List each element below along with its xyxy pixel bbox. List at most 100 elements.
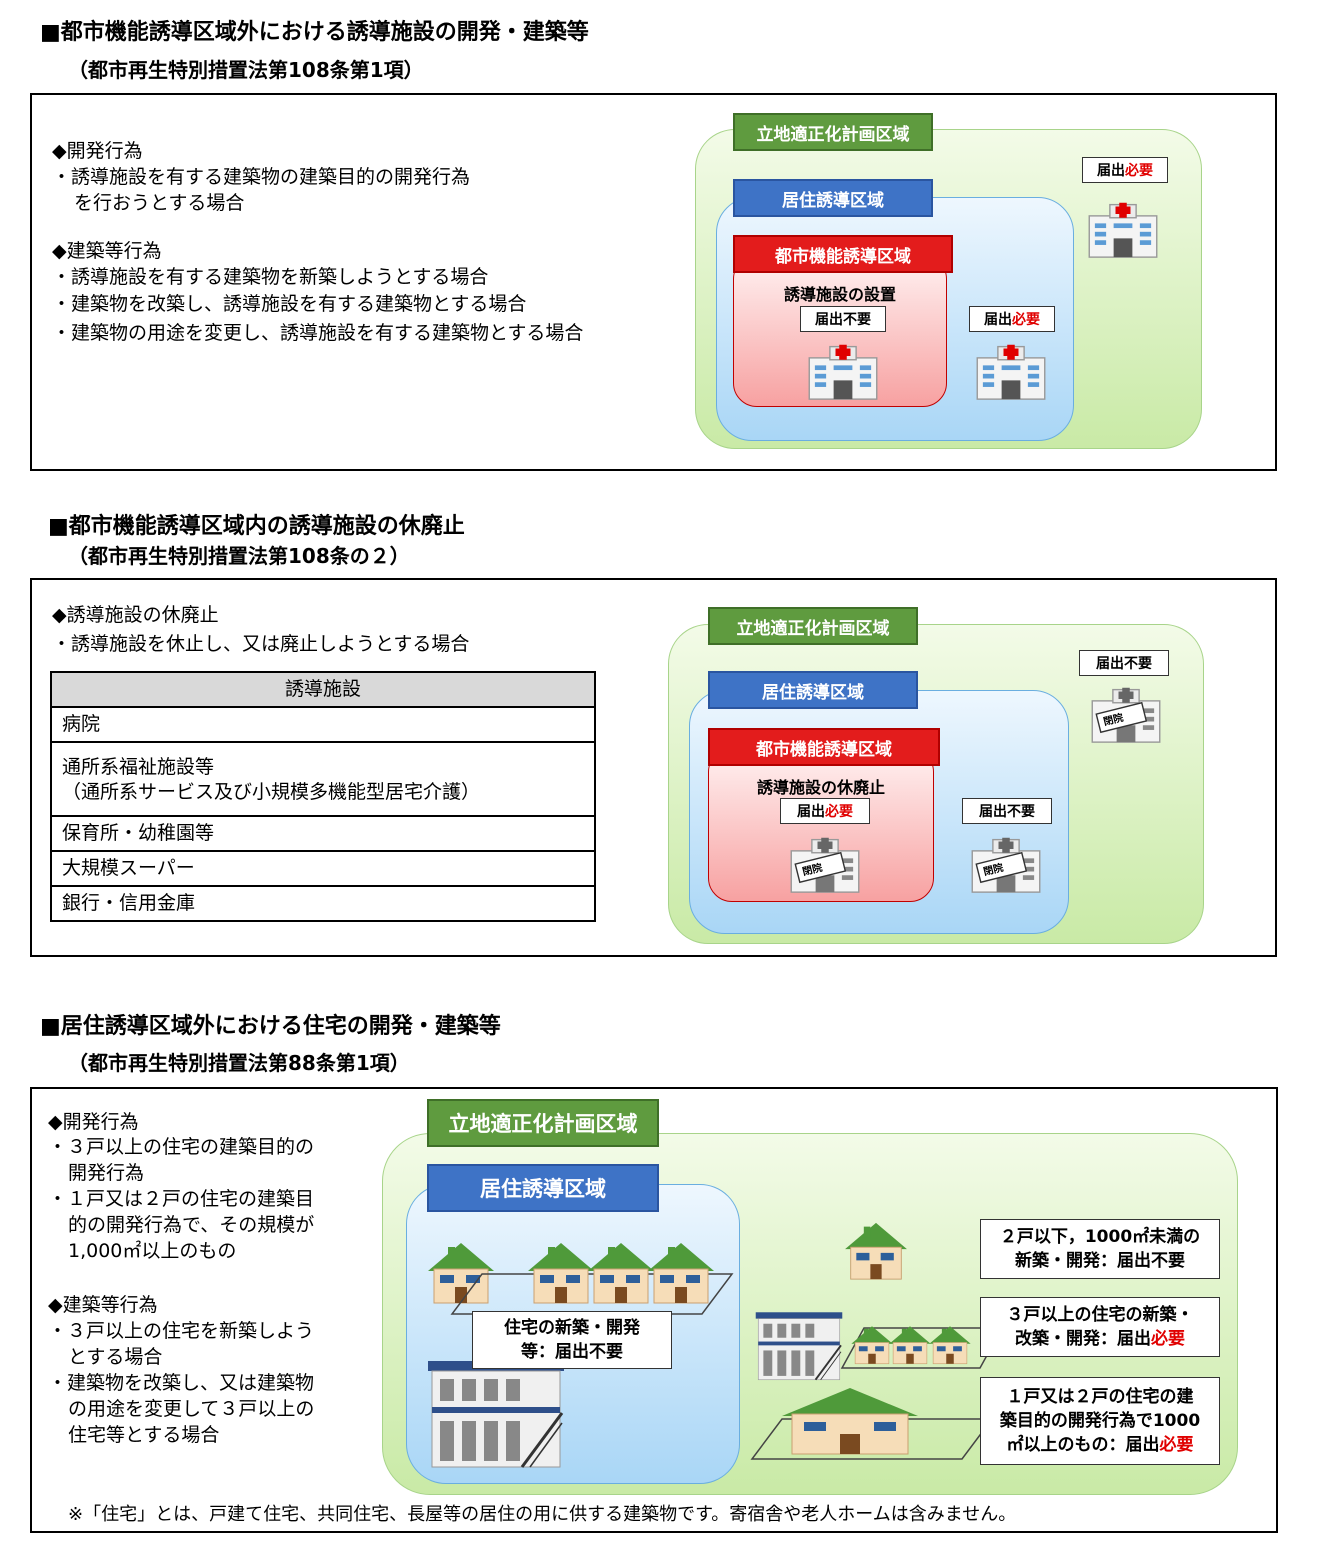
facility-cell: 病院	[50, 706, 596, 743]
house-icon	[646, 1241, 716, 1305]
s3-box2-line1: ３戸以上の住宅の新築・	[1006, 1305, 1194, 1325]
s3-dev-line: ・１戸又は２戸の住宅の建築目	[48, 1188, 315, 1210]
s3-box2-line2: 改築・開発：届出必要	[981, 1327, 1219, 1351]
s2-heading: ◆誘導施設の休廃止	[52, 604, 219, 626]
s3-notice-box1: ２戸以下，1000㎡未満の 新築・開発：届出不要	[980, 1219, 1220, 1279]
house-icon	[888, 1325, 932, 1365]
facility-cell-line2: （通所系サービス及び小規模多機能型居宅介護）	[62, 781, 481, 803]
s1-build-item2: ・建築物を改築し、誘導施設を有する建築物とする場合	[52, 293, 527, 315]
s1-dev-item1-line2: を行おうとする場合	[74, 192, 245, 214]
s3-box2-line2-suffix: 必要	[1151, 1329, 1185, 1349]
facility-cell: 保育所・幼稚園等	[50, 815, 596, 852]
closed-hospital-icon	[787, 834, 863, 894]
s3-box3-line2: 築目的の開発行為で1000	[999, 1411, 1201, 1431]
section3-title: ■居住誘導区域外における住宅の開発・建築等	[40, 1014, 501, 1039]
s2-notice-urban: 届出必要	[780, 798, 870, 824]
s2-notice-urban-prefix: 届出	[797, 804, 825, 820]
s3-residential-zone-label: 居住誘導区域	[427, 1164, 659, 1212]
section1-title: ■都市機能誘導区域外における誘導施設の開発・建築等	[40, 20, 589, 45]
s1-dev-heading: ◆開発行為	[52, 140, 143, 162]
table-row: 病院	[50, 706, 596, 743]
s2-residential-zone-label: 居住誘導区域	[708, 671, 918, 709]
s3-plan-zone-label: 立地適正化計画区域	[427, 1099, 659, 1147]
s1-urban-zone-label: 都市機能誘導区域	[733, 235, 953, 273]
table-row: 通所系福祉施設等 （通所系サービス及び小規模多機能型居宅介護）	[50, 741, 596, 817]
s2-notice-residential: 届出不要	[962, 798, 1052, 824]
facility-cell: 通所系福祉施設等 （通所系サービス及び小規模多機能型居宅介護）	[50, 741, 596, 817]
section2-title: ■都市機能誘導区域内の誘導施設の休廃止	[48, 514, 465, 539]
s1-hospital-icon-urban	[805, 341, 881, 401]
s3-build-line: ・建築物を改築し、又は建築物	[48, 1372, 315, 1394]
table-row: 大規模スーパー	[50, 850, 596, 887]
s1-notice-residential: 届出必要	[969, 306, 1055, 332]
s2-closed-hospital-urban: 閉院	[787, 834, 863, 894]
s2-closed-hospital-residential: 閉院	[968, 834, 1044, 894]
s3-box2-line2-prefix: 改築・開発：届出	[1015, 1329, 1151, 1349]
s3-notice-box2: ３戸以上の住宅の新築・ 改築・開発：届出必要	[980, 1297, 1220, 1357]
section3-subtitle: （都市再生特別措置法第88条第1項）	[68, 1051, 410, 1075]
s2-plan-zone-label: 立地適正化計画区域	[708, 607, 918, 645]
s3-box3-line3-suffix: 必要	[1159, 1435, 1194, 1455]
longhouse-icon	[780, 1386, 920, 1456]
s1-plan-zone-label: 立地適正化計画区域	[733, 113, 933, 151]
house-icon	[928, 1325, 972, 1365]
facility-table: 誘導施設 病院 通所系福祉施設等 （通所系サービス及び小規模多機能型居宅介護） 保…	[50, 671, 596, 922]
closed-hospital-icon	[968, 834, 1044, 894]
s2-notice-outside: 届出不要	[1079, 650, 1169, 676]
s3-box3-line1: １戸又は２戸の住宅の建	[1006, 1387, 1194, 1407]
s3-box1-line2: 新築・開発：届出不要	[1015, 1251, 1185, 1271]
s2-urban-caption: 誘導施設の休廃止	[756, 778, 885, 797]
s3-inside-line1: 住宅の新築・開発	[504, 1318, 640, 1338]
s3-dev-line: 開発行為	[68, 1162, 145, 1184]
s3-inside-notice: 住宅の新築・開発 等：届出不要	[472, 1311, 672, 1369]
section2-panel: ◆誘導施設の休廃止 ・誘導施設を休止し、又は廃止しようとする場合 誘導施設 病院…	[30, 578, 1277, 957]
house-icon	[843, 1221, 909, 1281]
s2-notice-urban-suffix: 必要	[825, 804, 853, 820]
section2-subtitle: （都市再生特別措置法第108条の２）	[68, 544, 410, 568]
s2-urban-zone-label: 都市機能誘導区域	[708, 728, 940, 766]
section3-panel: ◆開発行為 ・３戸以上の住宅の建築目的の 開発行為 ・１戸又は２戸の住宅の建築目…	[30, 1087, 1278, 1533]
plot-outline	[450, 1273, 734, 1315]
s3-build-line: 住宅等とする場合	[68, 1424, 220, 1446]
table-row: 保育所・幼稚園等	[50, 815, 596, 852]
s1-hospital-icon-outside	[1085, 199, 1161, 259]
s3-build-line: の用途を変更して３戸以上の	[68, 1398, 315, 1420]
s1-notice-outside: 届出必要	[1082, 157, 1168, 183]
closed-hospital-icon	[1088, 684, 1164, 744]
s1-notice-residential-prefix: 届出	[984, 312, 1012, 328]
s3-dev-line: ・３戸以上の住宅の建築目的の	[48, 1136, 315, 1158]
s3-dev-heading: ◆開発行為	[48, 1111, 139, 1133]
s1-build-item3: ・建築物の用途を変更し、誘導施設を有する建築物とする場合	[52, 322, 584, 344]
table-row: 銀行・信用金庫	[50, 885, 596, 922]
s3-inside-line2: 等：届出不要	[521, 1342, 623, 1362]
s3-build-line: とする場合	[68, 1346, 163, 1368]
s1-notice-outside-prefix: 届出	[1097, 163, 1125, 179]
facility-table-header: 誘導施設	[50, 671, 596, 708]
apartment-icon	[754, 1311, 844, 1381]
s3-box3-line3-prefix: ㎡以上のもの：届出	[1006, 1435, 1160, 1455]
s1-build-item1: ・誘導施設を有する建築物を新築しようとする場合	[52, 266, 489, 288]
s3-dev-line: 1,000㎡以上のもの	[68, 1240, 237, 1262]
s3-build-line: ・３戸以上の住宅を新築しよう	[48, 1320, 315, 1342]
s3-dev-line: 的の開発行為で、その規模が	[68, 1214, 315, 1236]
s3-box1-line1: ２戸以下，1000㎡未満の	[999, 1227, 1201, 1247]
s1-urban-caption: 誘導施設の設置	[783, 285, 896, 304]
s2-closed-hospital-outside: 閉院	[1088, 684, 1164, 744]
s1-notice-urban: 届出不要	[800, 306, 886, 332]
s3-box3-line3: ㎡以上のもの：届出必要	[981, 1433, 1219, 1457]
s3-footnote: ※「住宅」とは、戸建て住宅、共同住宅、長屋等の居住の用に供する建築物です。寄宿舎…	[68, 1504, 1017, 1525]
section1-subtitle: （都市再生特別措置法第108条第1項）	[68, 58, 424, 82]
plot-outline	[840, 1327, 1004, 1369]
facility-cell: 銀行・信用金庫	[50, 885, 596, 922]
s1-build-heading: ◆建築等行為	[52, 240, 162, 262]
s1-dev-item1-line1: ・誘導施設を有する建築物の建築目的の開発行為	[52, 166, 471, 188]
facility-cell-line1: 通所系福祉施設等	[62, 756, 215, 778]
apartment-icon	[426, 1359, 566, 1469]
s1-notice-residential-suffix: 必要	[1012, 312, 1040, 328]
s1-notice-outside-suffix: 必要	[1125, 163, 1153, 179]
s1-hospital-icon-residential	[973, 341, 1049, 401]
facility-cell: 大規模スーパー	[50, 850, 596, 887]
s3-notice-box3: １戸又は２戸の住宅の建 築目的の開発行為で1000 ㎡以上のもの：届出必要	[980, 1377, 1220, 1465]
s1-residential-zone-label: 居住誘導区域	[733, 179, 933, 217]
s3-build-heading: ◆建築等行為	[48, 1294, 158, 1316]
